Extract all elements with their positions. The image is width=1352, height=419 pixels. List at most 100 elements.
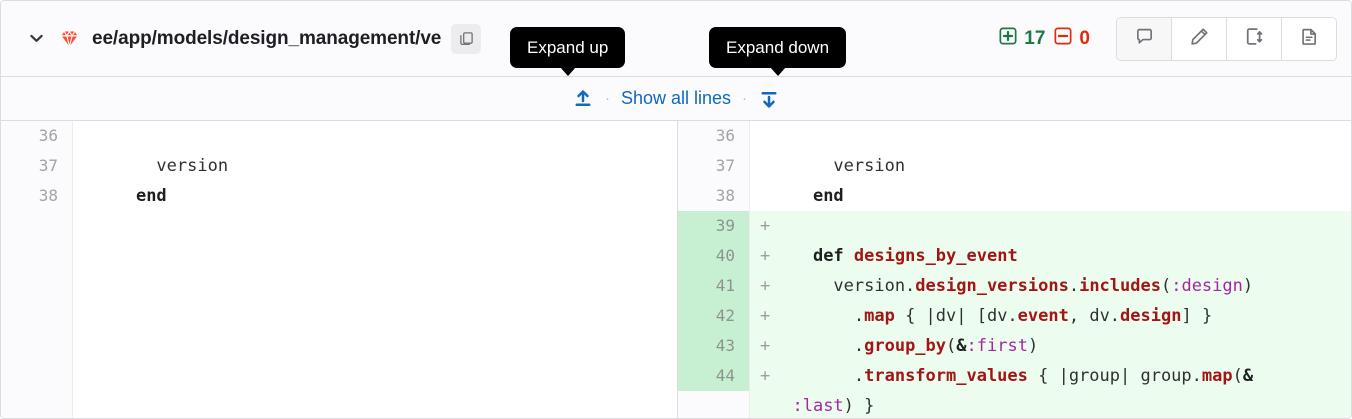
line-number-empty (1, 331, 72, 361)
line-marker (73, 271, 95, 301)
line-number-empty (1, 271, 72, 301)
line-number[interactable]: 41 (678, 271, 749, 301)
line-number[interactable]: 37 (1, 151, 72, 181)
code-line: + def designs_by_event (750, 241, 1351, 271)
line-number[interactable]: 38 (1, 181, 72, 211)
line-marker: + (760, 336, 771, 356)
pencil-icon (1190, 27, 1209, 51)
line-number-empty (1, 211, 72, 241)
code-line (750, 121, 1351, 151)
line-text: end (812, 186, 844, 206)
line-text: :last) } (792, 396, 875, 416)
line-number[interactable]: 44 (678, 361, 749, 391)
line-marker: + (760, 216, 771, 236)
line-marker (73, 181, 95, 211)
expand-down-icon[interactable] (758, 88, 780, 110)
line-marker: + (760, 246, 771, 266)
line-number-empty (1, 391, 72, 418)
chevron-down-icon[interactable] (23, 26, 49, 52)
line-number[interactable]: 38 (678, 181, 749, 211)
line-number[interactable]: 37 (678, 151, 749, 181)
line-number-empty (1, 241, 72, 271)
line-number[interactable]: 40 (678, 241, 749, 271)
compare-button[interactable] (1227, 17, 1282, 60)
line-text: def designs_by_event (812, 246, 1018, 266)
code-line: + .group_by(&:first) (750, 331, 1351, 361)
line-text: version (95, 156, 229, 176)
minus-square-icon (1054, 27, 1072, 51)
edit-button[interactable] (1172, 17, 1227, 60)
code-line (73, 121, 677, 151)
line-marker (73, 331, 95, 361)
separator-dot-2: · (742, 90, 748, 107)
code-column-old: version end (73, 121, 677, 418)
line-text (95, 211, 677, 241)
line-number-empty (678, 391, 749, 418)
expand-up-icon[interactable] (572, 88, 594, 110)
code-line (73, 271, 677, 301)
line-marker (73, 391, 95, 418)
separator-dot: · (604, 90, 610, 107)
line-marker: + (760, 366, 771, 386)
line-marker (73, 151, 95, 181)
line-marker (73, 241, 95, 271)
tooltip-expand-up: Expand up (510, 27, 626, 76)
diff-stats: 17 0 (999, 27, 1090, 51)
line-number[interactable]: 42 (678, 301, 749, 331)
line-text: .group_by(&:first) (772, 336, 1039, 356)
line-number[interactable]: 43 (678, 331, 749, 361)
line-text (95, 241, 677, 271)
line-marker (750, 391, 772, 418)
code-line: end (73, 181, 677, 211)
line-marker (750, 181, 772, 211)
line-number[interactable]: 39 (678, 211, 749, 241)
show-all-lines-link[interactable]: Show all lines (620, 88, 732, 108)
code-line: + (750, 211, 1351, 241)
line-marker (73, 361, 95, 391)
line-number[interactable]: 36 (1, 121, 72, 151)
copy-icon[interactable] (451, 23, 482, 54)
code-line: :last) } (750, 391, 1351, 418)
ruby-gem-icon (59, 28, 80, 49)
line-text: version (772, 156, 906, 176)
removed-stat: 0 (1054, 27, 1090, 51)
file-actions-toolbar (1116, 16, 1337, 61)
code-line (73, 301, 677, 331)
line-text (95, 301, 677, 331)
added-stat: 17 (999, 27, 1045, 51)
line-text (95, 391, 677, 418)
file-transfer-icon (1245, 27, 1264, 51)
tooltip-expand-down: Expand down (709, 27, 847, 76)
code-line (73, 241, 677, 271)
line-marker: + (760, 276, 771, 296)
line-marker (73, 301, 95, 331)
expand-lines-row: · Show all lines · (1, 77, 1351, 121)
code-line (73, 331, 677, 361)
line-text (95, 331, 677, 361)
line-marker (73, 121, 95, 151)
code-line (73, 361, 677, 391)
line-text: end (135, 186, 167, 206)
view-file-button[interactable] (1282, 17, 1336, 60)
line-number-empty (1, 301, 72, 331)
line-text (95, 271, 677, 301)
line-text (95, 361, 677, 391)
line-number[interactable]: 36 (678, 121, 749, 151)
file-path-title[interactable]: ee/app/models/design_management/ve (92, 27, 442, 49)
line-text: .transform_values { |group| group.map(& (772, 366, 1254, 386)
line-text (772, 211, 1351, 241)
line-text (772, 121, 1351, 151)
line-marker (73, 211, 95, 241)
plus-square-icon (999, 27, 1017, 51)
code-line: version (73, 151, 677, 181)
comment-icon (1135, 27, 1154, 51)
code-line: + version.design_versions.includes(:desi… (750, 271, 1351, 301)
line-number-empty (1, 361, 72, 391)
comment-button[interactable] (1117, 17, 1172, 60)
code-line (73, 211, 677, 241)
code-line: + .map { |dv| [dv.event, dv.design] } (750, 301, 1351, 331)
